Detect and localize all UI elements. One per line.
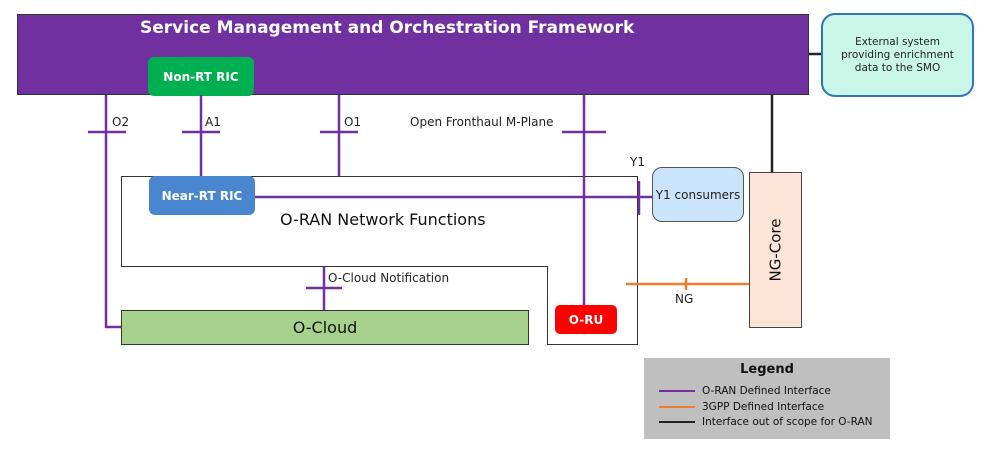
- legend-swatch-3gpp: [659, 406, 695, 408]
- a1-label: A1: [205, 115, 221, 129]
- legend-label: 3GPP Defined Interface: [702, 401, 825, 413]
- legend-title: Legend: [740, 362, 794, 377]
- legend-label: Interface out of scope for O-RAN: [702, 416, 873, 428]
- o1-label: O1: [344, 115, 362, 129]
- o2-label: O2: [112, 115, 130, 129]
- legend-label: O-RAN Defined Interface: [702, 385, 831, 397]
- legend: Legend O-RAN Defined Interface 3GPP Defi…: [644, 358, 890, 439]
- legend-item-oran: O-RAN Defined Interface: [659, 384, 831, 398]
- near-rt-ric-box: Near-RT RIC: [149, 176, 255, 215]
- o1-interface-line: [320, 95, 358, 176]
- oran-network-functions-label: O-RAN Network Functions: [280, 210, 486, 229]
- y1-label: Y1: [630, 155, 645, 169]
- a1-interface-line: [182, 95, 220, 176]
- o-ru-box: O-RU: [555, 305, 617, 334]
- y1-interface-line: [255, 181, 652, 215]
- y1-consumers-box: Y1 consumers: [652, 167, 744, 222]
- external-system-box: External system providing enrichment dat…: [821, 13, 974, 97]
- ng-interface-line: [626, 278, 749, 290]
- legend-item-out-of-scope: Interface out of scope for O-RAN: [659, 415, 873, 429]
- open-fronthaul-label: Open Fronthaul M-Plane: [410, 115, 554, 129]
- out-of-scope-lines: [770, 52, 821, 172]
- ng-label: NG: [675, 292, 694, 306]
- non-rt-ric-box: Non-RT RIC: [148, 57, 254, 96]
- o2-interface-line: [88, 95, 126, 329]
- open-fronthaul-interface-line: [562, 95, 606, 306]
- o-cloud-notification-label: O-Cloud Notification: [328, 271, 450, 285]
- smo-title: Service Management and Orchestration Fra…: [140, 18, 635, 38]
- legend-item-3gpp: 3GPP Defined Interface: [659, 400, 824, 414]
- o-cloud-notification-line: [306, 267, 342, 310]
- ng-core-box: NG-Core: [749, 172, 802, 328]
- legend-swatch-out-of-scope: [659, 421, 695, 423]
- o-cloud-box: O-Cloud: [121, 310, 529, 345]
- legend-swatch-oran: [659, 390, 695, 392]
